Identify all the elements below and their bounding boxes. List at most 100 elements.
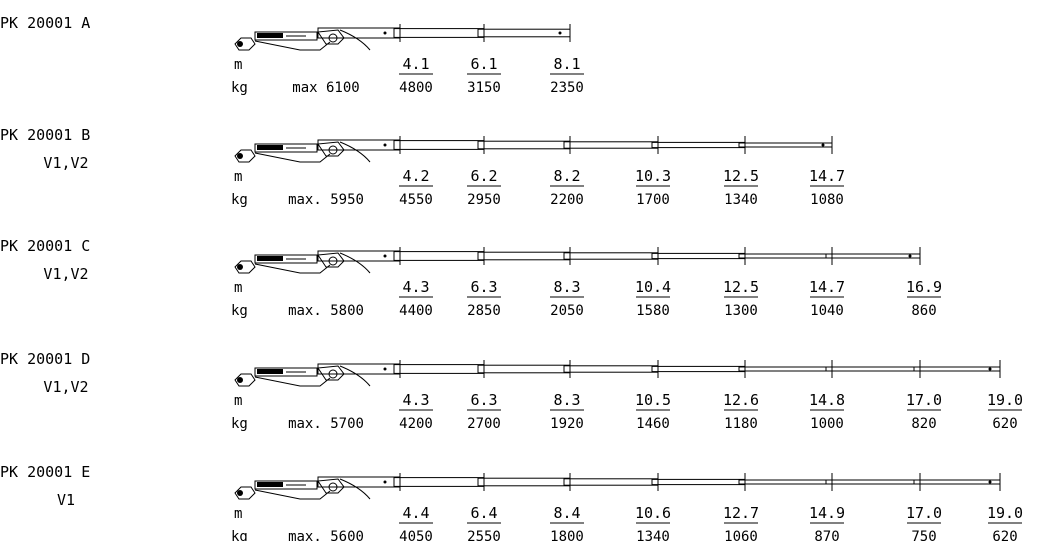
boom-section [563, 478, 659, 486]
crane-knuckle [317, 141, 345, 157]
boom-section [477, 28, 571, 38]
crane-knuckle [317, 478, 345, 494]
boom-section [477, 140, 571, 150]
crane-column [254, 367, 318, 377]
boom-section [477, 251, 571, 261]
boom-section [393, 364, 485, 374]
boom-section [317, 363, 401, 375]
load-value: 1300 [724, 303, 758, 319]
boom-section [563, 252, 659, 260]
outreach-value: 10.5 [635, 391, 671, 409]
boom-section [563, 141, 659, 149]
outreach-value: 17.0 [906, 391, 942, 409]
load-value: 2200 [550, 192, 584, 208]
model-name: PK 20001 C [0, 237, 90, 255]
model-variant: V1,V2 [43, 154, 88, 172]
outreach-value: 16.9 [906, 278, 942, 296]
model-name: PK 20001 A [0, 14, 90, 32]
load-value: 1800 [550, 529, 584, 541]
boom-tip-mark [988, 367, 992, 371]
outreach-value: 12.7 [723, 504, 759, 522]
outreach-value: 10.6 [635, 504, 671, 522]
unit-label-kg: kg [231, 529, 248, 541]
load-value: 2550 [467, 529, 501, 541]
model-variant: V1,V2 [43, 265, 88, 283]
outreach-value: 12.5 [723, 278, 759, 296]
outreach-value: 8.3 [553, 391, 580, 409]
max-load: max. 5600 [288, 529, 364, 541]
outreach-value: 12.6 [723, 391, 759, 409]
boom-section [651, 252, 746, 260]
boom-section [913, 479, 1001, 485]
unit-label-m: m [234, 280, 242, 296]
outreach-value: 14.7 [809, 167, 845, 185]
boom-section [317, 27, 401, 39]
crane-knuckle [317, 365, 345, 381]
model-variant: V1,V2 [43, 378, 88, 396]
outreach-value: 4.4 [402, 504, 429, 522]
crane-brand-plate [257, 369, 283, 374]
load-value: 870 [814, 529, 839, 541]
crane-column [254, 143, 318, 153]
load-value: 620 [992, 529, 1017, 541]
crane-linkage [254, 152, 331, 163]
boom-mark [383, 480, 387, 484]
crane-brand-plate [257, 145, 283, 150]
boom-section [913, 366, 1001, 372]
boom-section [738, 253, 833, 259]
crane-base [234, 486, 256, 500]
crane-pivot [237, 41, 243, 47]
outreach-value: 4.3 [402, 391, 429, 409]
unit-label-kg: kg [231, 416, 248, 432]
load-value: 2700 [467, 416, 501, 432]
load-value: 1060 [724, 529, 758, 541]
crane-linkage [254, 489, 331, 500]
crane-linkage [254, 40, 331, 51]
unit-label-m: m [234, 393, 242, 409]
boom-tip-mark [908, 254, 912, 258]
load-value: 2350 [550, 80, 584, 96]
outreach-value: 10.3 [635, 167, 671, 185]
boom-section [393, 28, 485, 38]
load-value: 2050 [550, 303, 584, 319]
load-value: 750 [911, 529, 936, 541]
model-name: PK 20001 D [0, 350, 90, 368]
unit-label-m: m [234, 169, 242, 185]
crane-linkage [254, 263, 331, 274]
crane-knuckle [317, 29, 345, 45]
load-value: 1460 [636, 416, 670, 432]
crane-brand-plate [257, 33, 283, 38]
boom-mark [383, 143, 387, 147]
crane-cylinder [339, 365, 371, 387]
crane-brand-plate [257, 482, 283, 487]
boom-tip-mark [558, 31, 562, 35]
load-value: 4200 [399, 416, 433, 432]
boom-section [651, 365, 746, 373]
outreach-value: 14.8 [809, 391, 845, 409]
outreach-value: 4.2 [402, 167, 429, 185]
boom-section [477, 364, 571, 374]
outreach-value: 8.2 [553, 167, 580, 185]
outreach-value: 17.0 [906, 504, 942, 522]
boom-section [825, 366, 921, 372]
outreach-value: 19.0 [987, 391, 1023, 409]
outreach-value: 6.3 [470, 278, 497, 296]
boom-section [738, 366, 833, 372]
outreach-value: 6.1 [470, 55, 497, 73]
crane-column [254, 254, 318, 264]
boom-mark [383, 254, 387, 258]
load-value: 1580 [636, 303, 670, 319]
load-value: 1040 [810, 303, 844, 319]
boom-section [825, 479, 921, 485]
crane-cylinder [339, 478, 371, 500]
boom-section [393, 477, 485, 487]
model-name: PK 20001 B [0, 126, 90, 144]
crane-brand-plate [257, 256, 283, 261]
crane-base [234, 260, 256, 274]
load-value: 820 [911, 416, 936, 432]
boom-section [738, 142, 833, 148]
unit-label-kg: kg [231, 303, 248, 319]
